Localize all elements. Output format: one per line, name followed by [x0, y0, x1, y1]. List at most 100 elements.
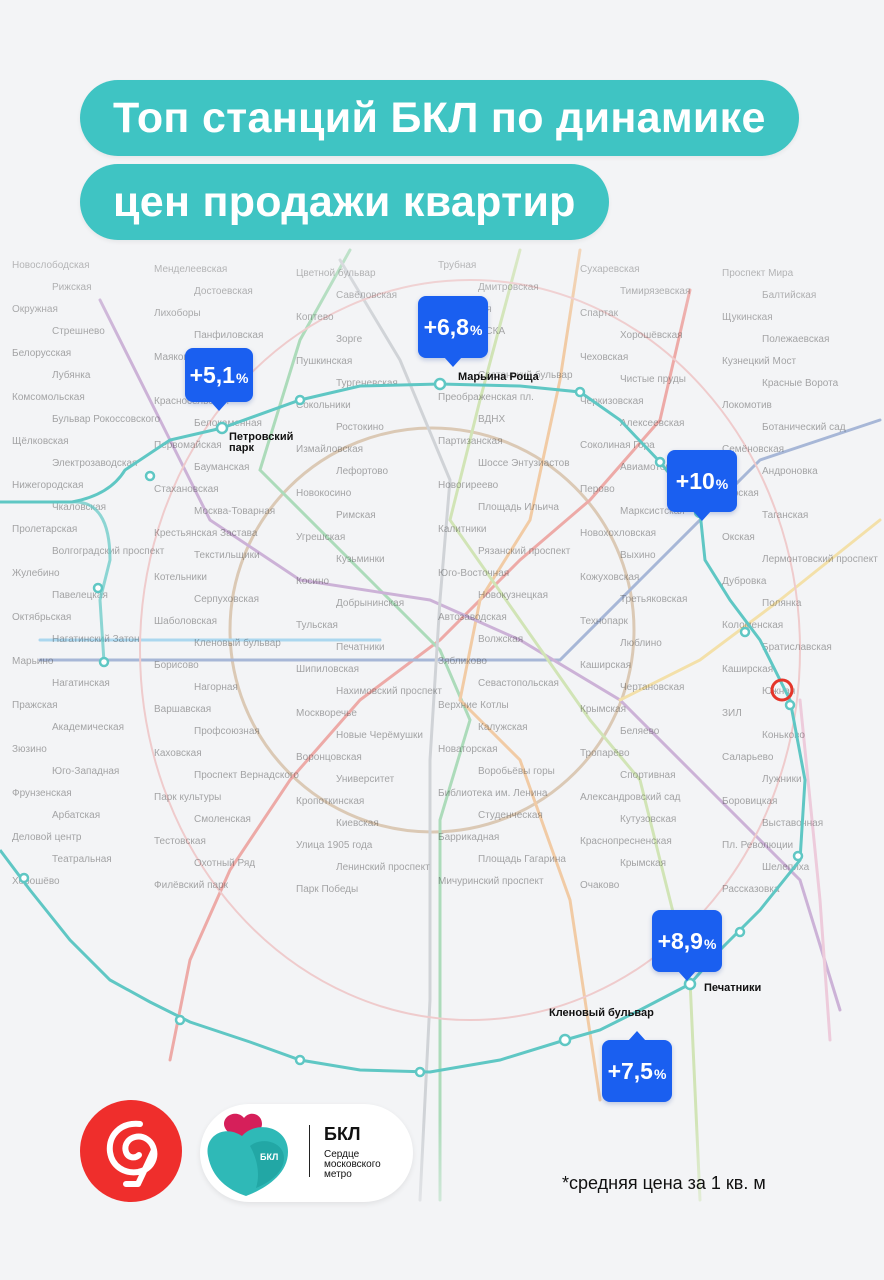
map-station-label: Нахимовский проспект: [336, 686, 442, 697]
map-station-label: Нагатинская: [52, 678, 110, 689]
badge-klenovy-bulvar[interactable]: +7,5%: [602, 1031, 672, 1102]
map-station-label: Чкаловская: [52, 502, 106, 513]
map-station-label: Тропарёво: [580, 748, 630, 759]
map-station-label: Чистые пруды: [620, 374, 686, 385]
bkl-line: [0, 382, 807, 1074]
label-klenovy-bulvar: Кленовый бульвар: [549, 1007, 654, 1019]
map-station-label: Соколиная Гора: [580, 440, 655, 451]
map-station-label: Технопарк: [580, 616, 629, 627]
map-station-label: Марксистская: [620, 506, 685, 517]
map-station-label: Угрешская: [296, 532, 345, 543]
map-station-label: Ростокино: [336, 422, 384, 433]
map-station-label: Кутузовская: [620, 814, 676, 825]
map-station-label: Южная: [762, 686, 795, 697]
badge-maryina-roshcha[interactable]: +6,8%: [418, 296, 488, 367]
station-dot-petrovsky[interactable]: [215, 421, 229, 435]
map-station-label: Пролетарская: [12, 524, 77, 535]
map-station-label: Сретенский бульвар: [478, 369, 573, 381]
map-station-label: Выхино: [620, 550, 656, 561]
map-station-label: Добрынинская: [336, 597, 404, 609]
map-station-label: Баррикадная: [438, 832, 499, 843]
map-station-label: Проспект Вернадского: [194, 770, 299, 781]
map-station-label: Кузнецкий Мост: [722, 356, 797, 367]
map-station-label: ЗИЛ: [722, 708, 742, 719]
badge-pechatniki[interactable]: +8,9%: [652, 910, 722, 981]
map-station-label: Пушкинская: [296, 356, 352, 367]
station-dot-maryina[interactable]: [433, 377, 447, 391]
map-station-label: Белорусская: [12, 348, 71, 359]
badge-elektrozavodskaya[interactable]: +10%: [667, 450, 737, 521]
map-station-label: Рязанский проспект: [478, 546, 571, 557]
map-station-label: Электрозаводская: [52, 458, 137, 469]
bkl-logo-card: БКЛ БКЛ Сердце московского метро: [200, 1104, 413, 1202]
grey-line: [338, 258, 452, 1202]
map-station-label: Каховская: [154, 748, 202, 759]
green-line: [258, 248, 472, 1202]
map-station-label: Первомайская: [154, 440, 222, 451]
map-station-label: Ботанический сад: [762, 422, 846, 433]
map-station-label: Варшавская: [154, 704, 211, 715]
map-station-label: Косино: [296, 576, 329, 587]
map-station-label: Чеховская: [580, 352, 628, 363]
yellow-line: [618, 518, 882, 702]
map-station-label: Щёлковская: [12, 436, 69, 447]
map-station-label: Боровицкая: [722, 796, 777, 807]
map-station-label: Печатники: [336, 642, 385, 653]
map-station-label: Улица 1905 года: [296, 840, 373, 851]
station-dot-klenovy[interactable]: [558, 1033, 572, 1047]
purple-line: [98, 298, 842, 1012]
map-station-label: Студенческая: [478, 810, 543, 821]
map-station-label: Автозаводская: [438, 612, 507, 623]
map-station-label: Воробьёвы горы: [478, 765, 555, 777]
map-station-label: Зюзино: [12, 744, 47, 755]
map-station-label: Курская: [722, 488, 759, 499]
map-station-label: Коньково: [762, 730, 805, 741]
map-station-label: Фрунзенская: [12, 788, 72, 799]
map-station-label: Спортивная: [620, 770, 676, 781]
map-station-label: Новокузнецкая: [478, 590, 548, 601]
map-station-label: Профсоюзная: [194, 725, 260, 737]
map-station-label: Комсомольская: [12, 392, 85, 403]
map-station-label: Новаторская: [438, 744, 498, 755]
map-station-label: Шипиловская: [296, 664, 359, 675]
map-station-label: Шоссе Энтузиастов: [478, 458, 570, 469]
map-station-label: Площадь Гагарина: [478, 854, 566, 865]
map-station-label: Красные Ворота: [762, 378, 839, 389]
map-station-label: Нагорная: [194, 682, 238, 693]
map-station-label: Хорошёво: [12, 876, 60, 887]
map-station-label: Парк культуры: [154, 792, 221, 803]
map-station-label: Таганская: [762, 510, 808, 521]
map-station-label: Юго-Восточная: [438, 568, 509, 579]
map-station-label: Кленовый бульвар: [194, 637, 281, 649]
badge-petrovsky-park[interactable]: +5,1%: [185, 348, 253, 411]
map-station-label: Арбатская: [52, 809, 100, 821]
map-station-label: Площадь Ильича: [478, 502, 559, 513]
map-station-label: Лужники: [762, 774, 802, 785]
blue-line: [38, 418, 882, 662]
map-station-label: Театральная: [52, 854, 112, 865]
map-station-label: Филёвский парк: [154, 880, 229, 891]
label-petrovsky-park: Петровский парк: [229, 431, 294, 454]
map-station-label: Сокольники: [296, 400, 351, 411]
map-station-label: Москва-Товарная: [194, 506, 275, 517]
map-station-label: Стахановская: [154, 484, 219, 495]
bkl-logo-name: БКЛ: [324, 1124, 361, 1144]
pink-line: [798, 698, 832, 1042]
map-station-label: Охотный Ряд: [194, 858, 255, 869]
title-line-2: цен продажи квартир: [80, 164, 609, 240]
metro-m-icon: [106, 1120, 158, 1187]
map-station-label: Коломенская: [722, 620, 783, 631]
map-station-label: Третьяковская: [620, 594, 687, 605]
map-station-label: Лермонтовский проспект: [762, 554, 878, 565]
bkl-logo-subtitle: Сердце московского метро: [324, 1149, 381, 1180]
map-station-label: Октябрьская: [12, 611, 71, 623]
map-station-label: Краснопресненская: [580, 836, 672, 847]
map-station-label: Выставочная: [762, 818, 823, 829]
map-station-label: Зябликово: [438, 655, 487, 667]
map-station-label: Пл. Революции: [722, 840, 793, 851]
map-station-label: Калужская: [478, 722, 528, 733]
map-station-label: Шаболовская: [154, 615, 217, 627]
logo-separator: [309, 1125, 310, 1177]
map-station-label: Академическая: [52, 722, 124, 733]
map-station-label: Люблино: [620, 637, 662, 649]
